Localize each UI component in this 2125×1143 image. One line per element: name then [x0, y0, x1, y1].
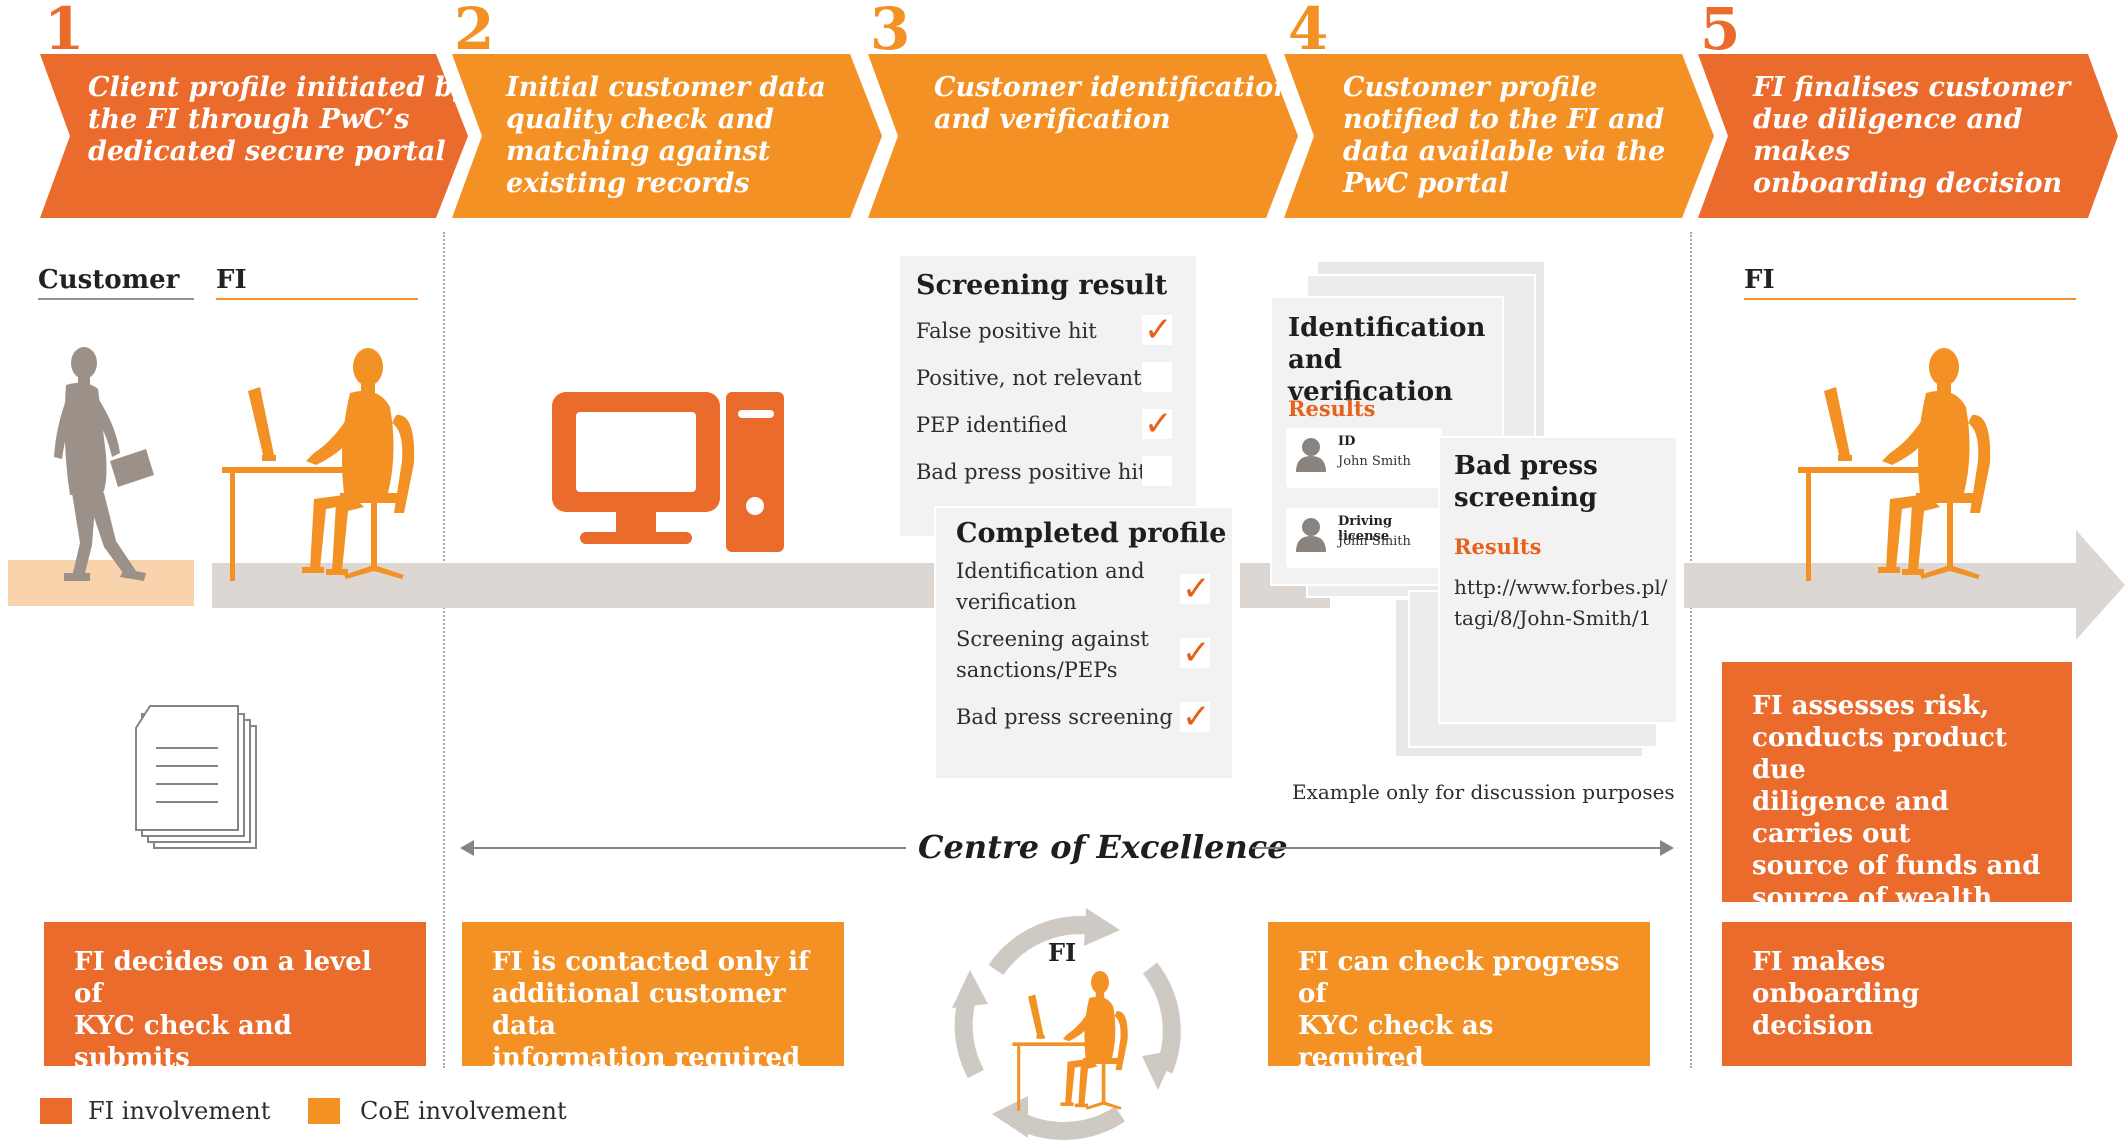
customer-label: Customer	[38, 265, 180, 295]
step-number-4: 4	[1288, 0, 1329, 63]
bad-press-card: Bad press screening Results http://www.f…	[1438, 436, 1678, 724]
coe-arrow-right	[1252, 840, 1674, 856]
fi-onboarding-decision-box: FI makes onboarding decision	[1722, 922, 2072, 1066]
completed-row-label: Identification and verification	[956, 559, 1145, 614]
example-note: Example only for discussion purposes	[1292, 780, 1675, 804]
screening-row-checkbox: ✓	[1142, 404, 1173, 444]
screening-row-label: Bad press positive hit	[916, 460, 1147, 484]
step-5-chevron	[1698, 54, 2118, 218]
legend-coe-label: CoE involvement	[360, 1097, 567, 1125]
person-avatar-icon	[1296, 438, 1326, 472]
identification-result-row: Driving license John Smith	[1286, 508, 1442, 568]
step-3-text: Customer identification and verification	[934, 72, 1293, 135]
step-header-row: 1 Client profile initiated by the FI thr…	[0, 0, 2125, 220]
fi-contacted-box: FI is contacted only if additional custo…	[462, 922, 844, 1073]
bad-press-url: http://www.forbes.pl/ tagi/8/John-Smith/…	[1454, 575, 1668, 630]
step-2-text: Initial customer data quality check and …	[506, 72, 826, 199]
screening-row-checkbox	[1142, 362, 1172, 392]
identification-result-name: John Smith	[1338, 534, 1411, 549]
checkmark-icon: ✓	[1182, 569, 1211, 609]
screening-row-checkbox	[1142, 456, 1172, 486]
documents-icon	[135, 705, 257, 849]
identification-result-type: ID	[1338, 434, 1356, 449]
bad-press-title: Bad press screening	[1454, 451, 1598, 513]
legend-fi-swatch	[40, 1098, 72, 1124]
fi-underline-left	[216, 298, 418, 300]
screening-row-checkbox: ✓	[1142, 310, 1173, 350]
screening-result-title: Screening result	[916, 270, 1168, 301]
fi-label-left: FI	[216, 265, 247, 295]
step-4-chevron	[1284, 54, 1714, 218]
seated-worker-icon	[1798, 348, 1991, 581]
separator-1	[443, 232, 445, 1068]
step-number-1: 1	[44, 0, 85, 63]
customer-floor	[8, 560, 194, 606]
checkmark-icon: ✓	[1182, 633, 1211, 673]
cycle-arrows-icon	[952, 908, 1181, 1140]
completed-row-label: Screening against sanctions/PEPs	[956, 627, 1149, 682]
fi-check-progress-box: FI can check progress of KYC check as re…	[1268, 922, 1650, 1073]
customer-underline	[38, 298, 194, 300]
identification-result-type: Driving license	[1338, 514, 1393, 544]
screening-row-label: PEP identified	[916, 413, 1068, 437]
step-number-5: 5	[1700, 0, 1741, 63]
coe-label: Centre of Excellence	[918, 828, 1288, 866]
step-number-3: 3	[870, 0, 911, 63]
fi-label-right: FI	[1744, 265, 1775, 295]
legend-fi-label: FI involvement	[88, 1097, 271, 1125]
fi-assessment-box: FI assesses risk, conducts product due d…	[1722, 662, 2072, 977]
seated-worker-icon	[1012, 971, 1128, 1111]
completed-row-label: Bad press screening	[956, 705, 1173, 729]
completed-row-checkbox: ✓	[1180, 697, 1211, 737]
step-1-text: Client profile initiated by the FI throu…	[88, 72, 470, 167]
step-4-text: Customer profile notified to the FI and …	[1343, 72, 1666, 199]
step-1-chevron	[40, 54, 468, 218]
coe-arrow-left	[460, 840, 906, 856]
screening-row-label: False positive hit	[916, 319, 1097, 343]
checkmark-icon: ✓	[1144, 404, 1173, 444]
screening-row-label: Positive, not relevant	[916, 366, 1142, 390]
separator-2	[1690, 232, 1692, 1068]
step-2-chevron	[452, 54, 882, 218]
completed-profile-title: Completed profile	[956, 518, 1227, 549]
completed-row-checkbox: ✓	[1180, 633, 1211, 673]
screening-result-card: Screening result False positive hit ✓ Po…	[900, 256, 1196, 536]
step-number-2: 2	[454, 0, 495, 63]
checkmark-icon: ✓	[1182, 697, 1211, 737]
completed-row-checkbox: ✓	[1180, 569, 1211, 609]
step-5-text: FI finalises customer due diligence and …	[1753, 72, 2071, 199]
step-3-chevron	[868, 54, 1298, 218]
completed-profile-card: Completed profile Identification and ver…	[934, 506, 1234, 780]
legend-coe-swatch	[308, 1098, 340, 1124]
checkmark-icon: ✓	[1144, 310, 1173, 350]
person-avatar-icon	[1296, 518, 1326, 552]
bad-press-results-label: Results	[1454, 534, 1542, 559]
fi-underline-right	[1744, 298, 2076, 300]
fi-decides-box: FI decides on a level of KYC check and s…	[44, 922, 426, 1137]
desktop-computer-icon	[552, 392, 784, 552]
identification-results-label: Results	[1288, 396, 1376, 421]
identification-result-name: John Smith	[1338, 454, 1411, 469]
walking-businessman-icon	[54, 347, 154, 581]
cycle-fi-label: FI	[1048, 938, 1077, 967]
seated-worker-icon	[222, 348, 415, 581]
identification-result-row: ID John Smith	[1286, 428, 1442, 488]
identification-title: Identification and verification	[1288, 313, 1486, 407]
